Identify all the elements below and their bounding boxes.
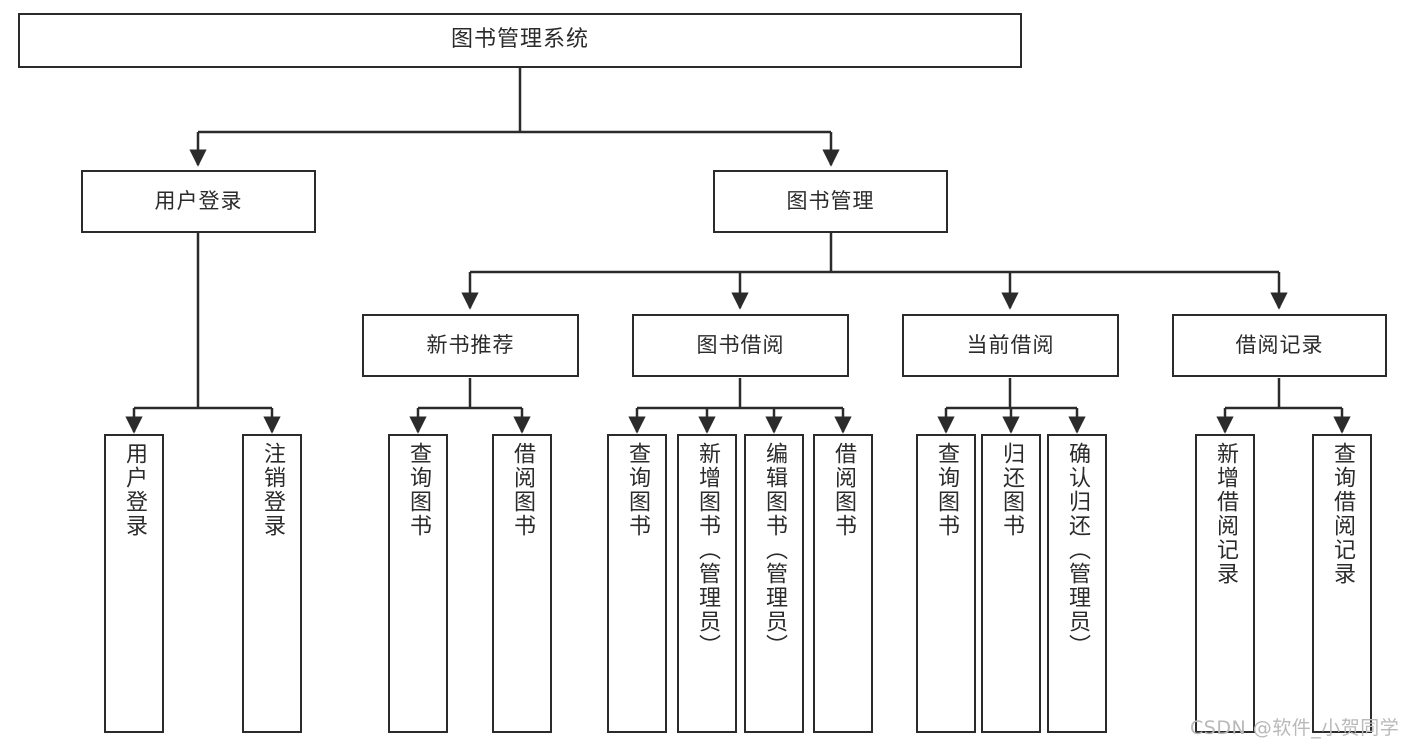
node-root-system[interactable]: 图书管理系统 <box>18 13 1022 68</box>
node-label: 用户登录 <box>154 188 243 213</box>
leaf-label: 注销登录 <box>259 442 285 538</box>
leaf-label: 查询图书 <box>624 442 650 538</box>
leaf-label: 借阅图书 <box>509 442 535 538</box>
leaf-label: 新增图书（管理员） <box>694 442 720 658</box>
leaf-query-books-current[interactable]: 查询图书 <box>916 434 976 733</box>
leaf-add-book-admin[interactable]: 新增图书（管理员） <box>677 434 737 733</box>
leaf-query-books-borrow[interactable]: 查询图书 <box>607 434 667 733</box>
node-new-book-recommend[interactable]: 新书推荐 <box>362 314 579 377</box>
node-label: 图书借阅 <box>696 332 785 357</box>
leaf-query-borrow-record[interactable]: 查询借阅记录 <box>1312 434 1372 733</box>
node-current-borrow[interactable]: 当前借阅 <box>902 314 1119 377</box>
csdn-watermark: CSDN @软件_小贺同学 <box>1190 717 1400 739</box>
leaf-return-books[interactable]: 归还图书 <box>981 434 1041 733</box>
leaf-edit-book-admin[interactable]: 编辑图书（管理员） <box>744 434 804 733</box>
node-book-borrow[interactable]: 图书借阅 <box>632 314 849 377</box>
leaf-label: 借阅图书 <box>830 442 856 538</box>
node-label: 图书管理 <box>786 188 875 213</box>
leaf-label: 编辑图书（管理员） <box>761 442 787 658</box>
leaf-label: 查询借阅记录 <box>1329 442 1355 586</box>
node-label: 当前借阅 <box>966 332 1055 357</box>
leaf-confirm-return-admin[interactable]: 确认归还（管理员） <box>1047 434 1107 733</box>
leaf-query-books-new[interactable]: 查询图书 <box>388 434 448 733</box>
node-borrow-records[interactable]: 借阅记录 <box>1172 314 1387 377</box>
node-book-management[interactable]: 图书管理 <box>713 170 948 233</box>
leaf-label: 新增借阅记录 <box>1212 442 1238 586</box>
node-label: 图书管理系统 <box>450 27 589 53</box>
leaf-label: 归还图书 <box>998 442 1024 538</box>
leaf-add-borrow-record[interactable]: 新增借阅记录 <box>1195 434 1255 733</box>
leaf-label: 查询图书 <box>933 442 959 538</box>
leaf-borrow-books-new[interactable]: 借阅图书 <box>492 434 552 733</box>
node-user-login[interactable]: 用户登录 <box>81 170 316 233</box>
leaf-label: 查询图书 <box>405 442 431 538</box>
leaf-label: 确认归还（管理员） <box>1064 442 1090 658</box>
node-label: 借阅记录 <box>1235 332 1324 357</box>
leaf-borrow-books[interactable]: 借阅图书 <box>813 434 873 733</box>
leaf-user-login[interactable]: 用户登录 <box>104 434 164 733</box>
leaf-logout[interactable]: 注销登录 <box>242 434 302 733</box>
leaf-label: 用户登录 <box>121 442 147 538</box>
node-label: 新书推荐 <box>426 332 515 357</box>
